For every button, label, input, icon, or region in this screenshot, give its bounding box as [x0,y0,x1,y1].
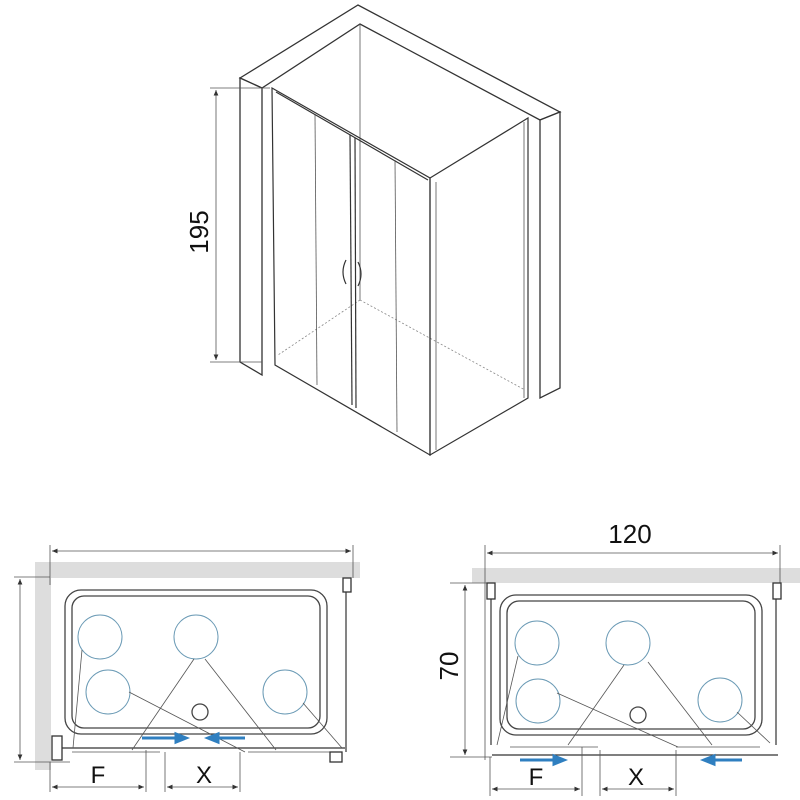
detail-wall-profile [77,614,123,660]
side-panel [429,116,529,457]
plan-view-left: F X [14,545,360,792]
detail-magnetic-seal [85,669,131,715]
drain [629,706,647,724]
depth-label: 70 [434,652,464,681]
isometric-view: 195 [184,4,562,457]
drain [191,703,209,721]
door-handle [342,259,347,285]
wall-top [238,4,562,121]
shower-tray [499,594,763,736]
x-label: X [196,762,212,789]
detail-roller [173,614,219,660]
x-label: X [628,764,644,791]
detail-magnetic-seal [515,678,561,724]
detail-corner-profile [262,669,308,715]
f-label: F [529,764,544,791]
width-label: 120 [608,519,651,549]
shower-tray [64,589,328,735]
detail-roller [605,620,651,666]
detail-corner-profile [697,677,743,723]
detail-wall-profile [514,620,560,666]
height-dimension: 195 [184,87,270,363]
front-sliding-doors [271,86,431,457]
left-wall [239,76,263,377]
right-wall [539,111,561,400]
height-label: 195 [184,210,214,253]
f-label: F [91,762,106,789]
door-handle [357,261,362,287]
plan-view-right: 120 70 F X [434,519,800,796]
